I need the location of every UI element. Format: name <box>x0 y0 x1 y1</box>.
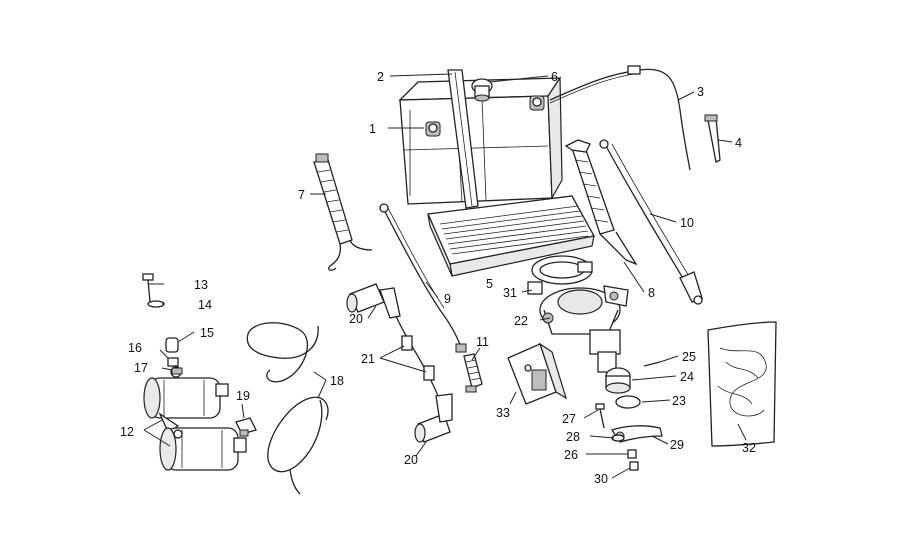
cable-tie <box>395 315 439 397</box>
callout-20-lower: 20 <box>404 453 418 467</box>
screw <box>142 273 154 303</box>
rubber-strap-left <box>313 153 373 271</box>
o-ring <box>615 395 641 409</box>
callout-21: 21 <box>361 352 375 366</box>
callout-26: 26 <box>564 448 578 462</box>
callout-9: 9 <box>444 292 451 306</box>
callout-2: 2 <box>377 70 384 84</box>
ground-cable <box>599 139 703 305</box>
callout-23: 23 <box>672 394 686 408</box>
callout-8: 8 <box>648 286 655 300</box>
callout-18: 18 <box>330 374 344 388</box>
bush <box>171 367 183 375</box>
plug-cap-upper <box>346 283 401 319</box>
terminal <box>463 353 483 393</box>
breather-pipe <box>549 65 691 171</box>
callout-17: 17 <box>134 361 148 375</box>
distributor <box>539 285 629 373</box>
plug-cap-lower <box>414 393 453 443</box>
support-bracket <box>507 342 568 405</box>
callout-5: 5 <box>486 277 493 291</box>
callout-32: 32 <box>742 441 756 455</box>
clamp-stud <box>629 461 639 471</box>
nut <box>167 357 179 367</box>
battery <box>398 76 563 205</box>
callout-29: 29 <box>670 438 684 452</box>
vent-cap <box>471 78 493 102</box>
callout-30: 30 <box>594 472 608 486</box>
callout-20-upper: 20 <box>349 312 363 326</box>
callout-28: 28 <box>566 430 580 444</box>
ignition-coil-lower <box>159 427 247 471</box>
callout-22: 22 <box>514 314 528 328</box>
callout-16: 16 <box>128 341 142 355</box>
callout-1: 1 <box>369 122 376 136</box>
callout-12: 12 <box>120 425 134 439</box>
callout-27: 27 <box>562 412 576 426</box>
callout-3: 3 <box>697 85 704 99</box>
drive-gear <box>605 367 631 394</box>
battery-tray <box>427 195 595 277</box>
callout-4: 4 <box>735 136 742 150</box>
rubber-strap-right <box>564 139 638 266</box>
callout-14: 14 <box>198 298 212 312</box>
clip <box>704 114 721 163</box>
distributor-clamp <box>527 255 593 295</box>
wiring-kit-bag <box>707 321 777 447</box>
callout-31: 31 <box>503 286 517 300</box>
callout-33: 33 <box>496 406 510 420</box>
callout-7: 7 <box>298 188 305 202</box>
washer <box>147 300 165 308</box>
leader-lines <box>143 73 747 479</box>
ignition-cables <box>246 322 329 495</box>
spacer <box>165 337 179 353</box>
callout-6: 6 <box>551 70 558 84</box>
callout-10: 10 <box>680 216 694 230</box>
callout-19: 19 <box>236 389 250 403</box>
callout-25: 25 <box>682 350 696 364</box>
clamp-screw <box>595 403 605 429</box>
callout-11: 11 <box>476 335 489 349</box>
callout-24: 24 <box>680 370 694 384</box>
spark-plug-cap <box>235 417 257 437</box>
callout-13: 13 <box>194 278 208 292</box>
callout-labels: 1 2 3 4 5 6 7 8 9 10 11 12 13 14 15 16 1… <box>120 70 756 486</box>
battery-strap <box>447 69 479 209</box>
ignition-coil-upper <box>143 366 229 433</box>
pin <box>643 361 661 367</box>
callout-15: 15 <box>200 326 214 340</box>
clamp-nut <box>627 449 637 459</box>
